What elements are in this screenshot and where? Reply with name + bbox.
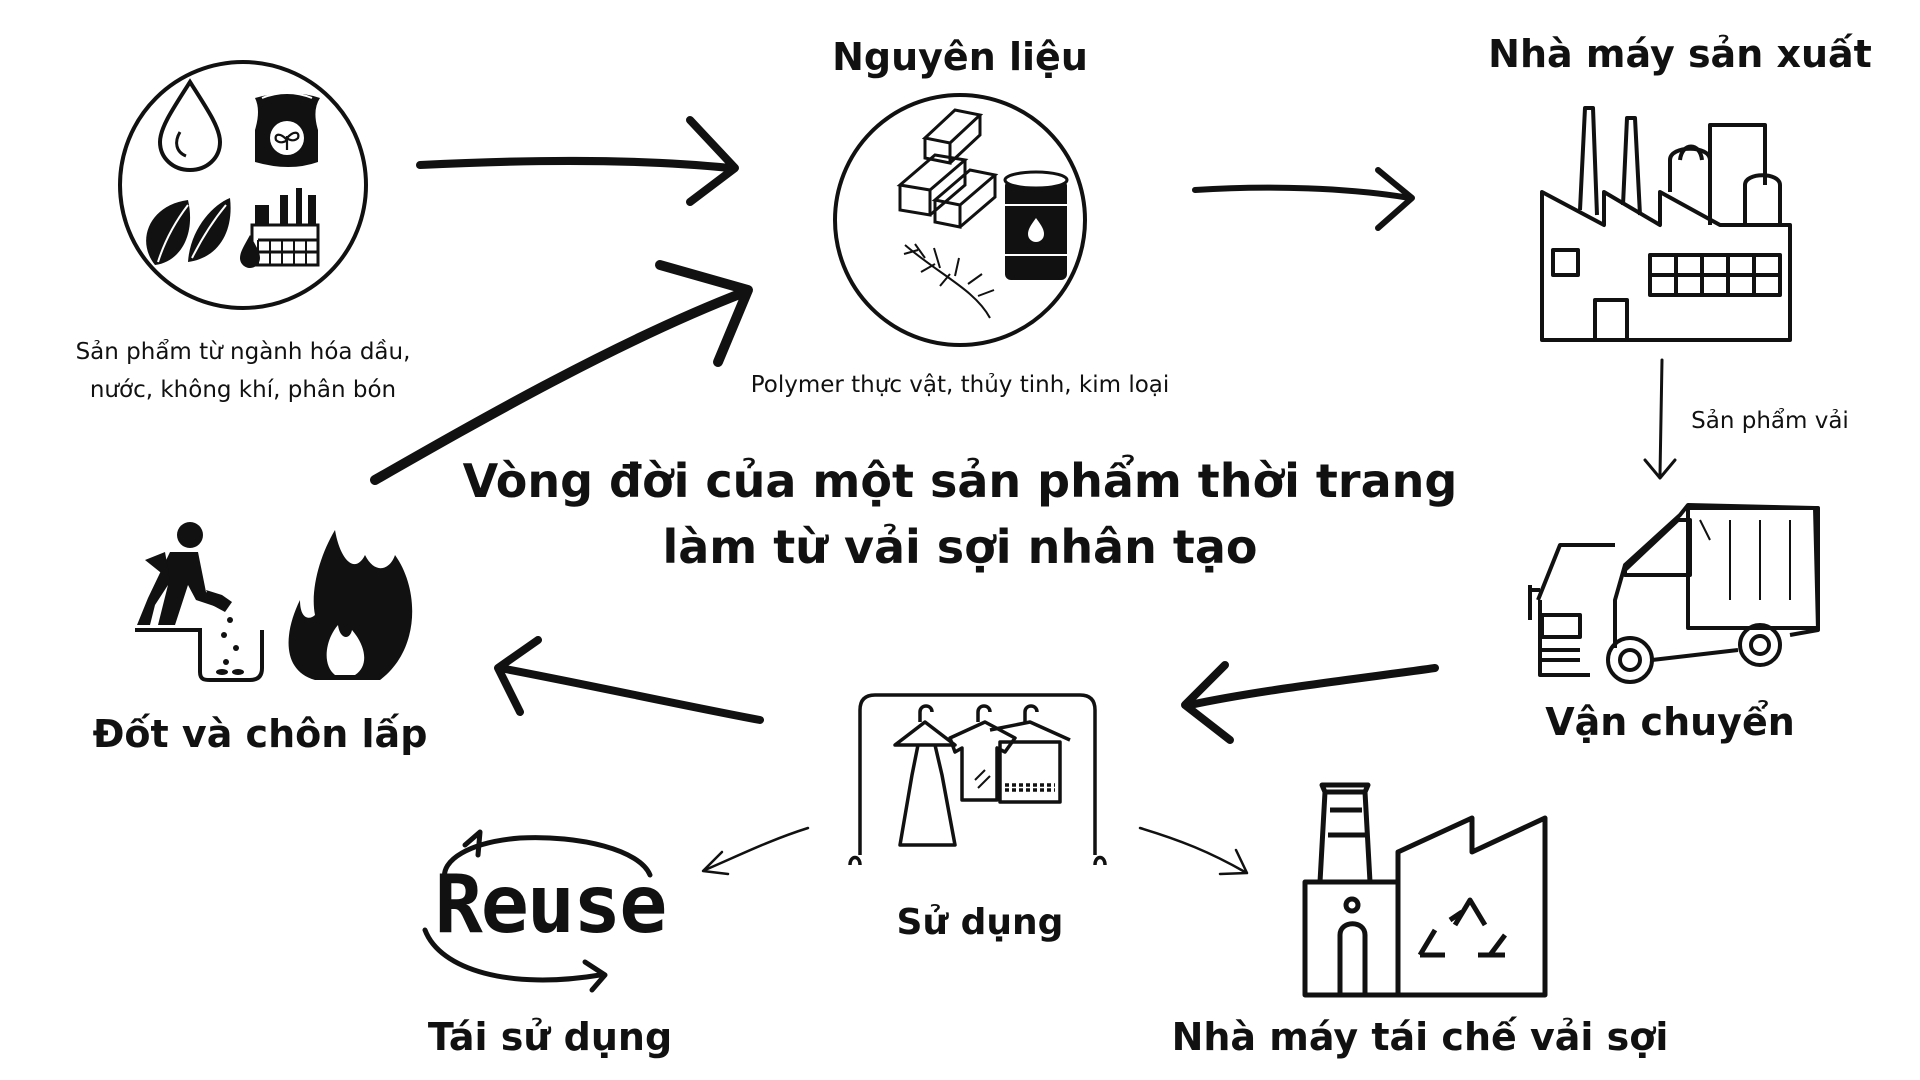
arrow-disposal-to-raw (370, 260, 753, 485)
water-drop-icon (157, 78, 223, 173)
leaves-icon (146, 198, 231, 265)
reuse-logo-text: Reuse (434, 858, 668, 951)
disposal-title: Đốt và chôn lấp (92, 712, 428, 756)
recycling-factory-icon (1302, 782, 1548, 998)
sources-caption-line1: Sản phẩm từ ngành hóa dầu, (75, 339, 411, 365)
edge-label-fabric-products: Sản phẩm vải (1691, 408, 1849, 434)
raw-materials-circle (833, 93, 1087, 347)
usage-title: Sử dụng (896, 902, 1064, 943)
raw-materials-caption: Polymer thực vật, thủy tinh, kim loại (750, 372, 1170, 398)
arrow-usage-to-reuse (701, 826, 810, 876)
sources-caption-line2: nước, không khí, phân bón (89, 377, 397, 403)
oil-barrel-icon (1003, 170, 1069, 280)
arrow-factory-to-transport (1643, 358, 1677, 480)
diagram-title: Vòng đời của một sản phẩm thời trang làm… (0, 448, 1920, 580)
arrow-transport-to-usage (1181, 661, 1439, 744)
fertilizer-bag-icon (255, 92, 320, 167)
reuse-arrows-icon (422, 829, 653, 993)
factory-icon (1540, 106, 1792, 342)
sources-caption: Sản phẩm từ ngành hóa dầu, nước, không k… (43, 333, 443, 409)
diagram-title-line2: làm từ vải sợi nhân tạo (662, 520, 1258, 574)
arrow-sources-to-raw (416, 116, 739, 206)
arrow-usage-to-disposal (494, 636, 764, 724)
arrow-usage-to-recycling (1138, 826, 1249, 876)
fire-icon (288, 530, 413, 680)
metal-bars-icon (896, 108, 999, 229)
transport-title: Vận chuyển (1545, 700, 1795, 744)
arrow-raw-to-factory (1192, 167, 1415, 231)
reuse-title: Tái sử dụng (427, 1015, 673, 1059)
plant-branch-icon (903, 243, 995, 319)
clothing-rack-icon (848, 693, 1107, 866)
diagram-title-line1: Vòng đời của một sản phẩm thời trang (462, 454, 1458, 508)
refinery-icon (240, 188, 320, 268)
sources-circle (118, 60, 368, 310)
truck-icon (1528, 503, 1820, 684)
recycling-title: Nhà máy tái chế vải sợi (1171, 1015, 1669, 1059)
factory-title: Nhà máy sản xuất (1488, 32, 1872, 76)
landfill-worker-icon (135, 522, 264, 682)
raw-materials-title: Nguyên liệu (832, 35, 1088, 79)
